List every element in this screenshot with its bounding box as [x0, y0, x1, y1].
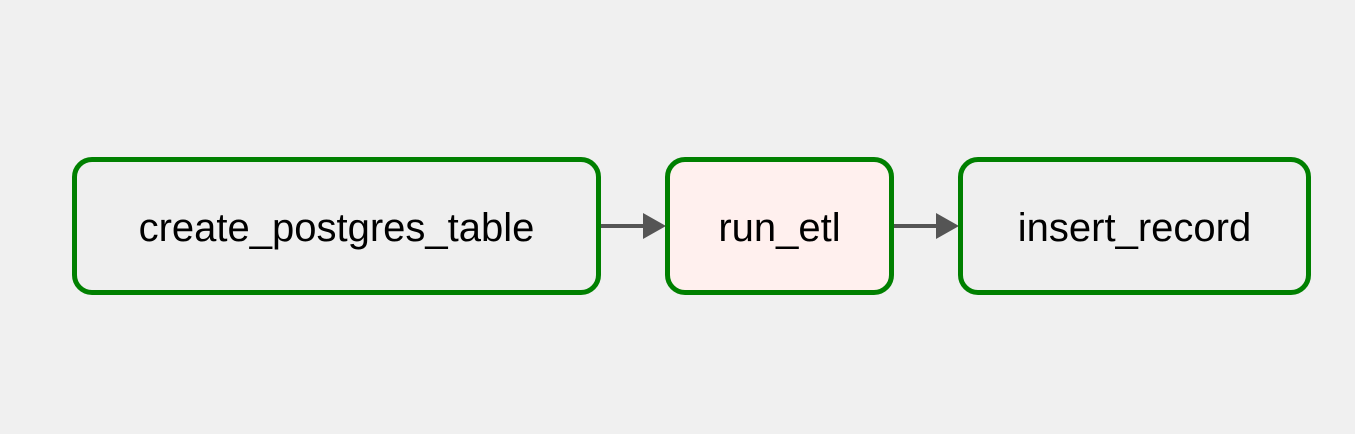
task-label: create_postgres_table — [138, 206, 535, 250]
task-node-insert-record[interactable]: insert_record — [958, 157, 1311, 295]
task-label: insert_record — [1017, 206, 1252, 250]
task-node-run-etl[interactable]: run_etl — [665, 157, 894, 295]
arrow-head-icon — [936, 213, 959, 239]
edge-run-to-insert — [894, 213, 959, 239]
edge-create-to-run — [601, 213, 666, 239]
arrow-head-icon — [643, 213, 666, 239]
task-label: run_etl — [718, 206, 841, 250]
task-node-create-postgres-table[interactable]: create_postgres_table — [72, 157, 601, 295]
